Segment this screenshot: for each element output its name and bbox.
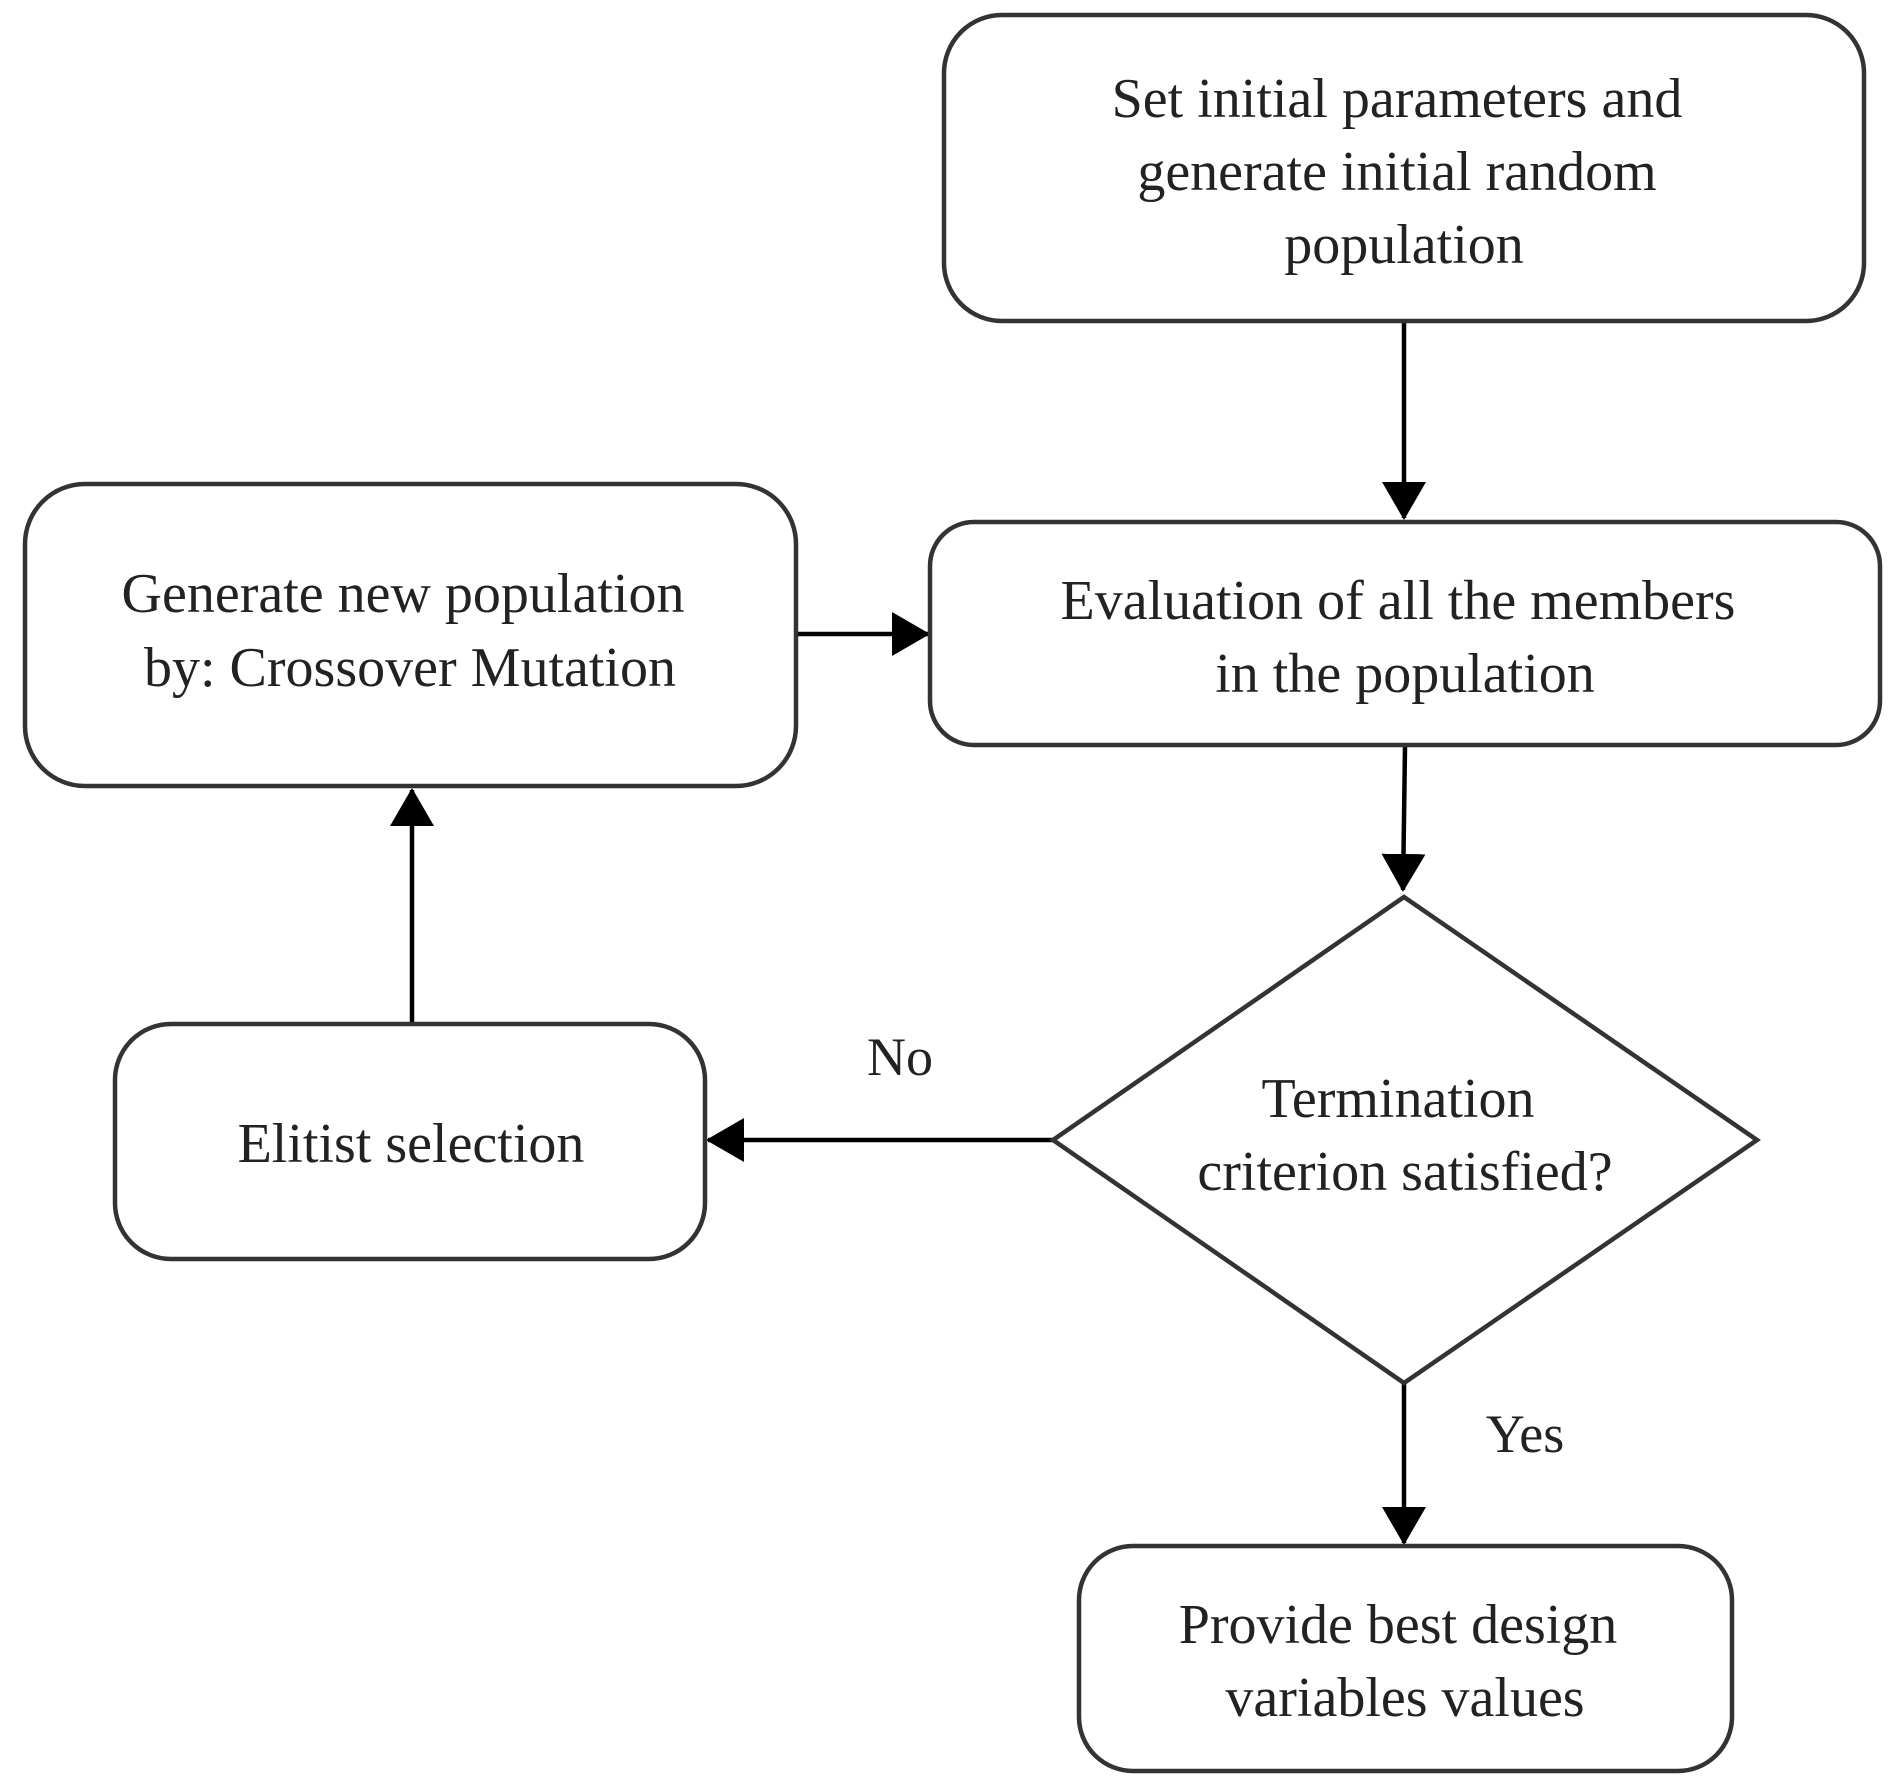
node-set-initial-parameters: Set initial parameters and generate init…	[941, 12, 1867, 324]
node-provide-best-values-label: Provide best design variables values	[1179, 1594, 1632, 1729]
node-generate-new-population-label: Generate new population by: Crossover Mu…	[122, 563, 699, 699]
node-termination-decision: Termination criterion satisfied?	[1049, 894, 1761, 1386]
node-elitist-selection: Elitist selection	[112, 1021, 708, 1262]
node-evaluation-line: in the population	[1215, 643, 1595, 705]
node-set-initial-parameters-line: Set initial parameters and	[1112, 68, 1683, 130]
node-termination-decision-diamond	[1049, 894, 1761, 1386]
node-termination-decision-label: Termination criterion satisfied?	[1197, 1068, 1612, 1203]
node-generate-new-population-line: Generate new population	[122, 563, 685, 625]
node-set-initial-parameters-box	[941, 12, 1867, 324]
node-evaluation-box	[927, 519, 1883, 748]
node-elitist-selection-box	[112, 1021, 708, 1262]
node-elitist-selection-line: Elitist selection	[238, 1113, 585, 1175]
node-provide-best-values: Provide best design variables values	[1076, 1543, 1735, 1774]
node-evaluation-label: Evaluation of all the members in the pop…	[1061, 570, 1750, 705]
node-set-initial-parameters-line: population	[1284, 214, 1524, 276]
node-evaluation-line: Evaluation of all the members	[1061, 570, 1736, 632]
node-set-initial-parameters-label: Set initial parameters and generate init…	[1112, 68, 1697, 276]
edge-label-no: No	[867, 1027, 933, 1087]
node-provide-best-values-line: Provide best design	[1179, 1594, 1618, 1656]
node-provide-best-values-box	[1076, 1543, 1735, 1774]
node-termination-decision-line: Termination	[1262, 1068, 1535, 1130]
node-termination-decision-line: criterion satisfied?	[1197, 1141, 1612, 1203]
edge-label-yes: Yes	[1486, 1404, 1565, 1464]
node-generate-new-population-box	[22, 481, 799, 789]
node-evaluation: Evaluation of all the members in the pop…	[927, 519, 1883, 748]
arrow-evaluate-to-decision	[1381, 746, 1426, 892]
node-elitist-selection-label: Elitist selection	[238, 1113, 585, 1175]
node-set-initial-parameters-line: generate initial random	[1137, 141, 1656, 203]
node-generate-new-population: Generate new population by: Crossover Mu…	[22, 481, 799, 789]
node-provide-best-values-line: variables values	[1225, 1667, 1584, 1729]
node-generate-new-population-line: by: Crossover Mutation	[144, 637, 676, 699]
